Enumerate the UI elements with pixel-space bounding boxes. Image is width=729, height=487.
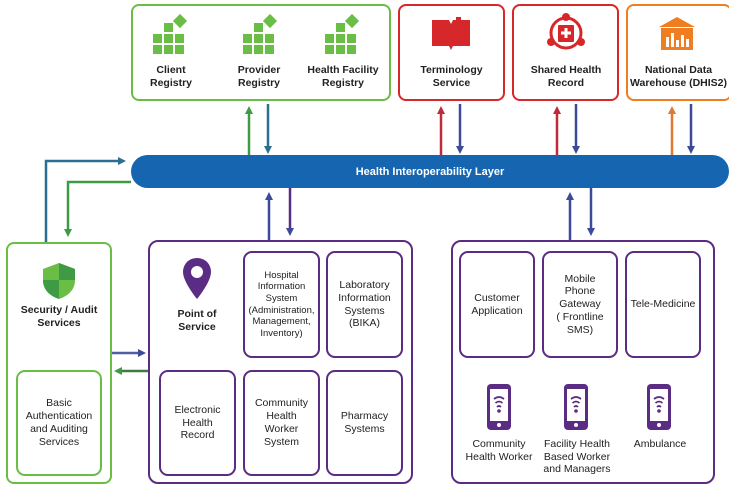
lis-label: Laboratory Information Systems (BIKA) bbox=[338, 278, 391, 330]
terminology-label: Terminology Service bbox=[420, 64, 483, 89]
pos-title: Point of Service bbox=[177, 308, 217, 333]
customer-app-box bbox=[459, 251, 535, 358]
phone-icon bbox=[564, 384, 588, 430]
chw-system-label: Community Health Worker System bbox=[254, 397, 309, 448]
gateway-label: Mobile Phone Gateway ( Frontline SMS) bbox=[556, 272, 604, 336]
telemedicine-label: Tele-Medicine bbox=[630, 298, 696, 311]
security-title: Security / Audit Services bbox=[20, 304, 98, 329]
pharmacy-box bbox=[326, 370, 403, 476]
chw-label: Community Health Worker bbox=[465, 438, 533, 463]
ambulance-label: Ambulance bbox=[633, 437, 687, 450]
shared-record-label: Shared Health Record bbox=[530, 64, 602, 89]
provider-registry-icon bbox=[243, 14, 278, 54]
lis-box bbox=[326, 251, 403, 358]
location-pin-icon bbox=[183, 258, 211, 299]
health-record-icon bbox=[547, 13, 585, 50]
phone-icon bbox=[487, 384, 511, 430]
facility-registry-label: Health Facility Registry bbox=[307, 64, 379, 89]
facility-registry-icon bbox=[325, 14, 360, 54]
arrow-security-to-hil bbox=[44, 157, 126, 242]
customer-app-label: Customer Application bbox=[471, 291, 523, 317]
ehr-box bbox=[159, 370, 236, 476]
facility-worker-label: Facility Health Based Worker and Manager… bbox=[543, 437, 611, 476]
client-registry-icon bbox=[153, 14, 188, 54]
phone-icon bbox=[647, 384, 671, 430]
basic-auth-label: Basic Authentication and Auditing Servic… bbox=[25, 397, 93, 448]
pharmacy-label: Pharmacy Systems bbox=[340, 410, 389, 435]
ehr-label: Electronic Health Record bbox=[174, 403, 221, 442]
his-label: Hospital Information System (Administrat… bbox=[248, 269, 315, 339]
shield-icon bbox=[43, 263, 75, 299]
health-interoperability-layer: Health Interoperability Layer bbox=[131, 155, 729, 188]
client-registry-label: Client Registry bbox=[149, 64, 192, 89]
arrow-hil-to-security bbox=[64, 180, 131, 237]
his-box bbox=[243, 251, 320, 358]
warehouse-label: National Data Warehouse (DHIS2) bbox=[629, 64, 728, 89]
provider-registry-label: Provider Registry bbox=[237, 64, 281, 89]
terminology-service-box bbox=[398, 4, 505, 101]
telemedicine-box bbox=[625, 251, 701, 358]
gateway-box bbox=[542, 251, 618, 358]
chw-system-box bbox=[243, 370, 320, 476]
basic-auth-box bbox=[16, 370, 102, 476]
warehouse-icon bbox=[659, 17, 695, 50]
book-icon bbox=[432, 17, 470, 50]
